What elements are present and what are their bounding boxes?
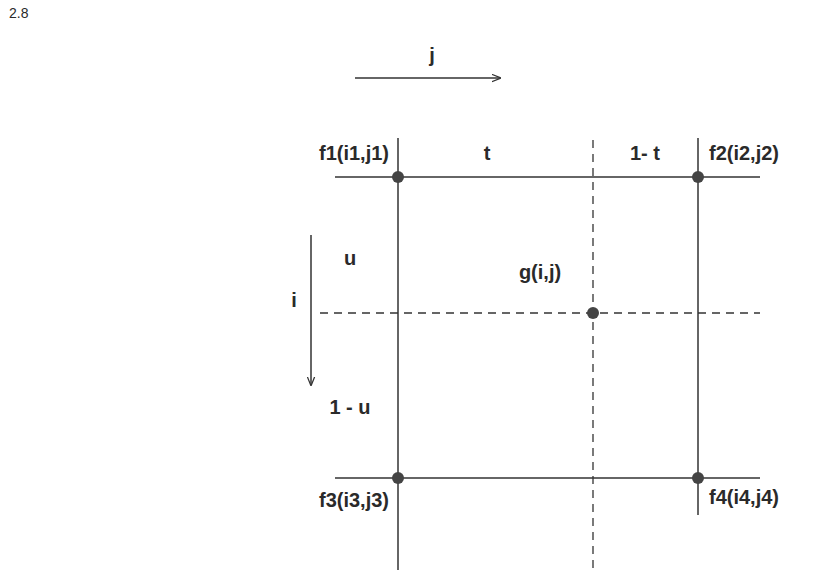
interpolated-point (587, 307, 599, 319)
axis-label: i (290, 289, 298, 311)
axis-label: j (428, 44, 436, 66)
grid-point (392, 171, 404, 183)
point-label: g(i,j) (518, 261, 562, 283)
i-axis-arrow (310, 235, 312, 385)
distance-label: t (483, 142, 492, 164)
grid-point (392, 472, 404, 484)
j-axis-arrow (355, 77, 500, 79)
grid-line (697, 138, 699, 515)
dashed-line (592, 140, 593, 570)
point-label: f2(i2,j2) (708, 142, 780, 164)
point-label: f1(i1,j1) (318, 142, 390, 164)
grid-line (397, 138, 399, 570)
dashed-line (320, 312, 760, 313)
grid-point (692, 171, 704, 183)
distance-label: u (343, 247, 357, 269)
point-label: f3(i3,j3) (318, 489, 390, 511)
figure-number: 2.8 (8, 6, 29, 21)
distance-label: 1- t (629, 142, 661, 164)
grid-point (692, 472, 704, 484)
distance-label: 1 - u (328, 396, 371, 418)
point-label: f4(i4,j4) (708, 486, 780, 508)
